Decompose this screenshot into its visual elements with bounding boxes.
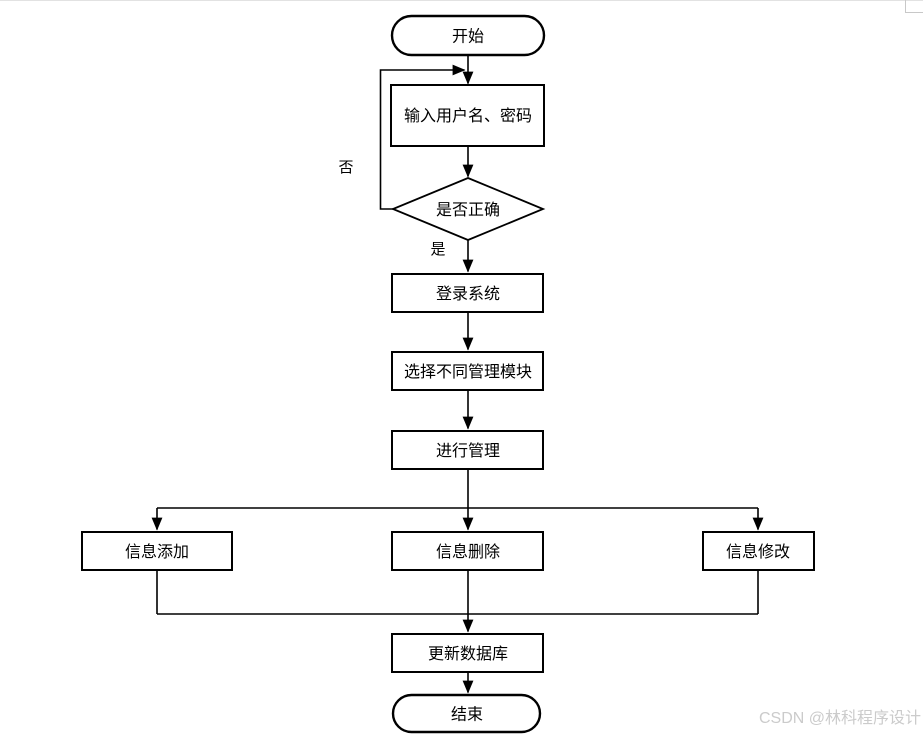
- info-delete-shape: [391, 531, 544, 571]
- start-terminator-shape: [390, 14, 546, 57]
- manage-shape: [391, 430, 544, 470]
- node-label-login-system: 登录系统: [436, 285, 500, 303]
- node-label-decision-correct: 是否正确: [436, 201, 500, 219]
- edge-label-yes: 是: [430, 241, 445, 258]
- node-label-start: 开始: [452, 28, 484, 46]
- node-manage: 进行管理: [391, 430, 544, 470]
- node-select-module: 选择不同管理模块: [391, 351, 544, 391]
- login-system-shape: [391, 273, 544, 313]
- node-decision-correct: 是否正确: [390, 177, 546, 241]
- input-credentials-shape: [390, 84, 545, 147]
- update-database-shape: [391, 633, 544, 673]
- node-info-add: 信息添加: [81, 531, 233, 571]
- edge-decision-no-loop: [379, 64, 466, 210]
- info-modify-shape: [702, 531, 815, 571]
- node-label-info-add: 信息添加: [125, 543, 189, 561]
- edge-label-no: 否: [338, 159, 353, 176]
- node-label-update-database: 更新数据库: [428, 645, 508, 663]
- node-info-delete: 信息删除: [391, 531, 544, 571]
- select-module-shape: [391, 351, 544, 391]
- node-login-system: 登录系统: [391, 273, 544, 313]
- decision-diamond-shape: [390, 177, 546, 241]
- node-label-end: 结束: [451, 706, 483, 724]
- node-label-select-module: 选择不同管理模块: [404, 363, 532, 381]
- node-start: 开始: [390, 14, 546, 57]
- end-terminator-shape: [391, 693, 542, 734]
- node-input-credentials: 输入用户名、密码: [390, 84, 545, 147]
- node-label-manage: 进行管理: [436, 442, 500, 460]
- node-label-input-credentials: 输入用户名、密码: [404, 107, 532, 125]
- info-add-shape: [81, 531, 233, 571]
- node-info-modify: 信息修改: [702, 531, 815, 571]
- node-label-info-modify: 信息修改: [726, 543, 790, 561]
- node-end: 结束: [391, 693, 542, 734]
- edges: [151, 55, 764, 694]
- page-corner-mark: [905, 0, 923, 13]
- csdn-watermark: CSDN @林科程序设计: [759, 709, 921, 727]
- node-update-database: 更新数据库: [391, 633, 544, 673]
- node-label-info-delete: 信息删除: [436, 543, 500, 561]
